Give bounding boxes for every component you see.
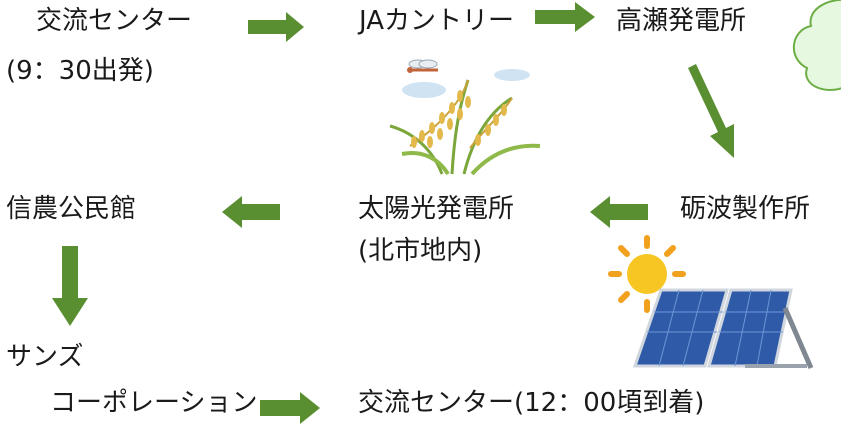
arrow-left-2 [222, 196, 280, 228]
arrow-right-1 [248, 12, 304, 42]
arrow-right-3 [260, 392, 320, 424]
stop-suns-line2: コーポレーション [50, 388, 258, 418]
stop-suns-line1: サンズ [6, 342, 84, 372]
stop-solar-plant-area: (北市地内) [358, 236, 483, 266]
arrow-right-2 [535, 2, 595, 32]
stop-solar-plant: 太陽光発電所 [358, 194, 515, 224]
arrow-left-1 [590, 196, 648, 228]
solar-panel-icon [632, 288, 814, 369]
stop-exchange-center-end: 交流センター(12：00頃到着) [358, 388, 705, 418]
rice-plant-illustration [389, 59, 541, 176]
stop-ja-country: JAカントリー [359, 6, 514, 36]
stop-shinno-hall: 信農公民館 [6, 194, 137, 224]
stop-takase-plant: 高瀬発電所 [616, 6, 747, 36]
stop-exchange-center-start-time: (9：30出発) [6, 56, 154, 86]
rice-plant-icon [389, 69, 541, 176]
dragonfly-icon [407, 59, 438, 73]
arrow-down-diagonal [688, 64, 734, 158]
solar-illustration [608, 235, 814, 369]
stop-exchange-center-start: 交流センター [36, 6, 193, 36]
stop-tonami-seisakusho: 砺波製作所 [680, 194, 811, 224]
cloud-bubble [792, 0, 841, 91]
arrow-down [52, 246, 88, 326]
